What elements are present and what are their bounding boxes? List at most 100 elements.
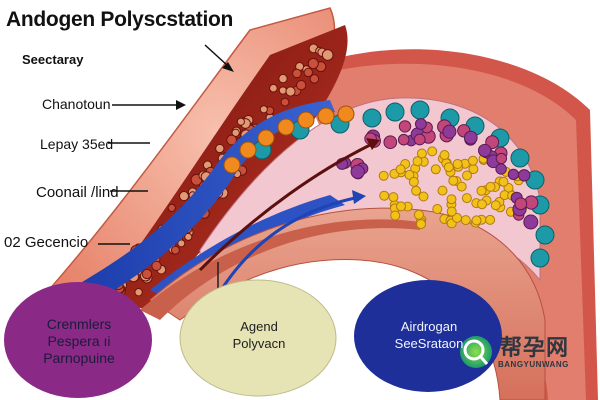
dark-cell	[226, 134, 237, 146]
yellow-cell	[427, 146, 438, 157]
leader-chanotoun-head	[176, 100, 186, 110]
orange-cell	[239, 141, 257, 159]
yellow-cell	[460, 215, 471, 226]
dark-cell	[151, 260, 162, 272]
blue-arrow-line	[213, 196, 356, 301]
teal-cell-row	[252, 100, 555, 268]
dark-cell	[307, 57, 319, 70]
purple-cell	[514, 197, 528, 211]
bubble-left	[4, 282, 152, 398]
dark-cell	[278, 86, 288, 95]
dark-cell	[231, 128, 240, 137]
label-gecencio: 02 Gecencio	[4, 234, 89, 251]
yellow-cell	[446, 194, 457, 205]
dark-cell	[269, 83, 278, 93]
yellow-cell	[408, 176, 419, 187]
yellow-cell	[379, 190, 390, 201]
purple-cell	[523, 214, 539, 230]
dark-cell	[236, 117, 245, 126]
dark-cell	[292, 68, 302, 79]
dark-cell	[285, 86, 296, 97]
yellow-cell	[416, 148, 427, 159]
teal-cell	[362, 108, 382, 128]
bubble-right	[354, 280, 502, 392]
bubble-right-line2: SeeSrataon	[394, 336, 464, 351]
purple-cell	[397, 133, 410, 146]
yellow-cell	[437, 185, 448, 196]
purple-cell	[383, 135, 398, 150]
dark-arrow-head	[366, 138, 380, 150]
yellow-cell	[416, 219, 426, 230]
orange-cell	[257, 129, 275, 147]
yellow-cell	[461, 193, 472, 204]
teal-cell	[530, 248, 550, 268]
bubble-middle	[179, 279, 337, 397]
yellow-cell	[468, 164, 479, 175]
dark-cell	[259, 105, 268, 114]
dark-cell	[309, 74, 320, 84]
yellow-cell	[476, 185, 487, 196]
yellow-cell	[485, 214, 496, 225]
yellow-cell	[378, 170, 389, 181]
bubble-middle-line1: Agend	[240, 319, 278, 334]
blue-arrow-head	[352, 190, 366, 204]
teal-cell	[385, 102, 405, 122]
dark-cell	[178, 191, 190, 202]
label-coonail: Coonail /lind	[36, 184, 119, 201]
label-chanotoun: Chanotoun	[42, 96, 111, 112]
orange-cell	[223, 156, 241, 174]
dark-cell	[280, 97, 290, 107]
purple-cell	[413, 133, 426, 146]
bubble-right-text: Airdrogan SeeSrataon	[362, 318, 496, 352]
yellow-cell	[412, 156, 423, 167]
dark-cell	[303, 67, 314, 78]
yellow-cell	[443, 162, 454, 173]
yellow-cell	[395, 164, 406, 175]
diagram-title: Andogen Polyscstation	[6, 8, 234, 31]
watermark-brand: 帮孕网	[500, 335, 570, 360]
bubble-left-line1: Crenmlers	[46, 316, 112, 332]
bubble-left-line2: Pespera ıi	[47, 333, 111, 349]
yellow-cell	[390, 210, 401, 221]
yellow-cell	[477, 199, 487, 210]
purple-cell	[495, 152, 508, 165]
label-secretary: Seectaray	[22, 52, 84, 67]
yellow-cell	[498, 176, 509, 187]
dark-cell	[134, 288, 143, 297]
dark-cell	[141, 268, 153, 280]
orange-cell	[317, 107, 335, 125]
orange-cell-row	[223, 105, 355, 174]
dark-cell	[170, 245, 180, 255]
purple-cell	[495, 163, 507, 175]
teal-cell	[535, 225, 555, 245]
yellow-cell	[430, 164, 441, 175]
yellow-cell	[462, 170, 472, 181]
yellow-cell	[439, 150, 450, 160]
teal-cell	[410, 100, 430, 120]
watermark-sub: BANGYUNWANG	[498, 360, 569, 369]
dark-cell	[321, 49, 334, 61]
yellow-cell	[396, 201, 406, 212]
label-lepay: Lepay 35ed	[40, 136, 114, 152]
dark-arrow-line	[198, 143, 371, 272]
yellow-cell	[490, 200, 501, 211]
orange-cell	[337, 105, 355, 123]
orange-cell	[297, 111, 315, 129]
purple-cell	[350, 164, 365, 179]
blue-vessel	[60, 100, 335, 305]
bubble-right-line1: Airdrogan	[400, 319, 458, 334]
dark-cell	[177, 239, 186, 248]
watermark-logo-ring	[463, 339, 485, 361]
bubble-middle-text: Agend Polyvacn	[186, 318, 332, 352]
bubble-left-text: Crenmlers Pespera ıi Parnopuine	[8, 316, 150, 367]
purple-cell	[442, 124, 457, 139]
purple-cell	[517, 169, 531, 182]
dark-cell	[215, 143, 225, 154]
yellow-cell	[456, 181, 467, 192]
dark-cell	[296, 80, 307, 91]
yellow-cell	[446, 206, 457, 217]
dark-cell	[184, 232, 193, 241]
leader-top	[204, 44, 229, 67]
purple-cell	[507, 168, 520, 181]
